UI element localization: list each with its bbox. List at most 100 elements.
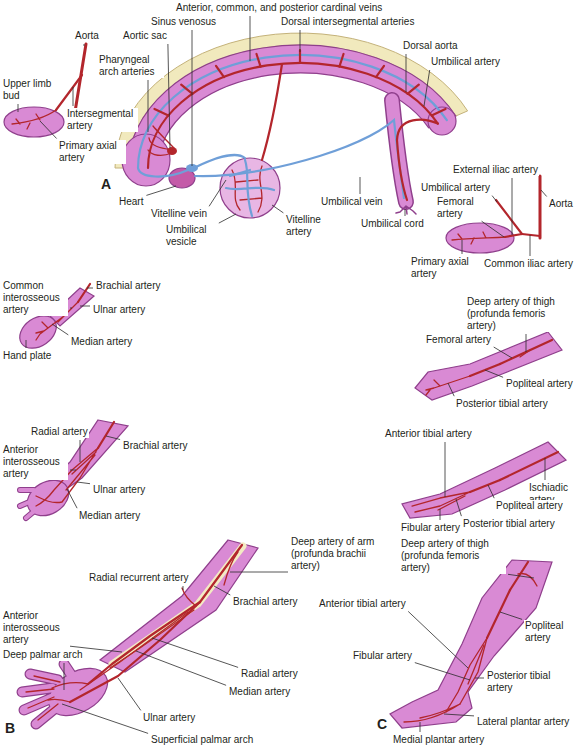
structure-label: Sinus venosus <box>150 16 217 28</box>
embryo-head <box>122 134 170 186</box>
structure-label: Superficial palmar arch <box>150 734 254 746</box>
primary-axial-artery <box>12 110 56 129</box>
structure-label: Femoral artery <box>436 196 480 220</box>
umbilical-vesicle <box>220 158 280 218</box>
structure-label: Aorta <box>548 198 574 210</box>
structure-label: Intersegmental artery <box>66 108 138 132</box>
leader-line <box>214 586 230 595</box>
panel-letter: C <box>376 716 388 732</box>
structure-label: Radial artery <box>240 668 299 680</box>
leader-line <box>526 334 527 352</box>
embryo-a <box>115 33 468 218</box>
leader-line <box>84 44 85 46</box>
panel-letter: A <box>100 176 112 192</box>
posterior-tibial-artery <box>460 638 487 704</box>
leader-line <box>415 663 470 680</box>
structure-label: Brachial artery <box>122 440 188 452</box>
profunda-femoris <box>520 350 530 357</box>
radial-artery <box>88 602 200 684</box>
leader-line <box>530 235 531 256</box>
structure-label: Heart <box>118 196 144 208</box>
structure-label: Popliteal artery <box>495 500 564 512</box>
leader-line <box>52 324 68 335</box>
lower-limb-stage3 <box>402 442 566 518</box>
leader-line <box>494 347 512 358</box>
leader-line <box>272 205 283 213</box>
leader-line <box>485 370 503 377</box>
radial-recurrent-artery <box>182 588 196 606</box>
lower-limb-stage4 <box>390 560 552 728</box>
structure-label: Median artery <box>228 686 291 698</box>
structure-label: Deep palmar arch <box>2 649 83 661</box>
structure-label: Anterior, common, and posterior cardinal… <box>175 2 383 14</box>
structure-label: Posterior tibial artery <box>462 518 556 530</box>
leader-line <box>445 442 446 497</box>
leader-line <box>219 214 236 223</box>
anterior-tibial-artery <box>446 638 487 712</box>
leader-line <box>545 458 546 480</box>
profunda-brachii <box>224 552 238 585</box>
structure-label: Posterior tibial artery <box>455 398 549 410</box>
structure-label: Deep artery of arm (profunda brachii art… <box>290 536 392 572</box>
leader-line <box>488 485 494 498</box>
structure-label: Fibular artery <box>352 650 413 662</box>
vitelline-artery <box>262 64 282 160</box>
structure-label: External iliac artery <box>452 164 539 176</box>
structure-label: Radial recurrent artery <box>88 572 189 584</box>
structure-label: Deep artery of thigh (profunda femoris a… <box>466 296 574 332</box>
panel-letter: B <box>4 720 16 736</box>
structure-label: Anterior interosseous artery <box>2 444 68 480</box>
limb-outline <box>402 442 566 518</box>
structure-label: Median artery <box>78 510 141 522</box>
structure-label: Dorsal intersegmental arteries <box>280 16 415 28</box>
leader-line <box>209 180 226 206</box>
leader-line <box>183 586 184 590</box>
leader-line <box>420 722 421 732</box>
leader-line <box>87 288 93 289</box>
structure-label: Median artery <box>70 336 133 348</box>
leader-line <box>492 196 497 202</box>
umbilical-vein <box>195 120 404 198</box>
leader-line <box>360 177 361 194</box>
structure-label: Primary axial artery <box>410 256 478 280</box>
leader-line <box>26 340 27 348</box>
leader-line <box>250 16 251 61</box>
leader-line <box>500 612 522 619</box>
leader-line <box>152 638 238 667</box>
leader-line <box>62 704 148 733</box>
leader-line <box>80 440 81 462</box>
leader-line <box>405 209 406 216</box>
structure-label: Anterior interosseous artery <box>2 610 68 646</box>
chorionic-villi <box>396 206 416 214</box>
structure-label: Anterior tibial artery <box>384 428 473 440</box>
common-cardinal-vein <box>138 168 188 177</box>
leader-line <box>300 30 301 52</box>
structure-label: Brachial artery <box>95 280 161 292</box>
leader-line <box>192 30 193 166</box>
structure-label: Ulnar artery <box>92 304 146 316</box>
plantar-arteries <box>404 704 460 722</box>
cardinal-veins <box>138 55 447 168</box>
leader-line <box>64 663 65 690</box>
structure-label: Posterior tibial artery <box>486 670 560 694</box>
leader-line <box>136 651 226 685</box>
leader-line <box>456 499 461 516</box>
profunda-femoris <box>518 574 537 587</box>
structure-label: Ulnar artery <box>142 712 196 724</box>
leader-line <box>40 121 57 139</box>
anterior-interosseous-artery <box>110 610 194 668</box>
structure-label: Pharyngeal arch arteries <box>98 54 164 78</box>
structure-label: Aorta <box>74 30 100 42</box>
structure-label: Umbilical cord <box>360 218 425 230</box>
leader-line <box>70 470 76 471</box>
structure-label: Aortic sac <box>122 30 168 42</box>
structure-label: Umbilical vein <box>320 196 384 208</box>
leader-line <box>118 678 141 710</box>
leg-outline <box>390 560 552 728</box>
structure-label: Primary axial artery <box>58 140 126 164</box>
leader-line <box>448 383 454 396</box>
median-artery <box>80 612 188 690</box>
fibular-artery <box>468 645 484 684</box>
leader-line <box>148 80 149 132</box>
structure-label: Deep artery of thigh (profunda femoris a… <box>400 538 506 574</box>
